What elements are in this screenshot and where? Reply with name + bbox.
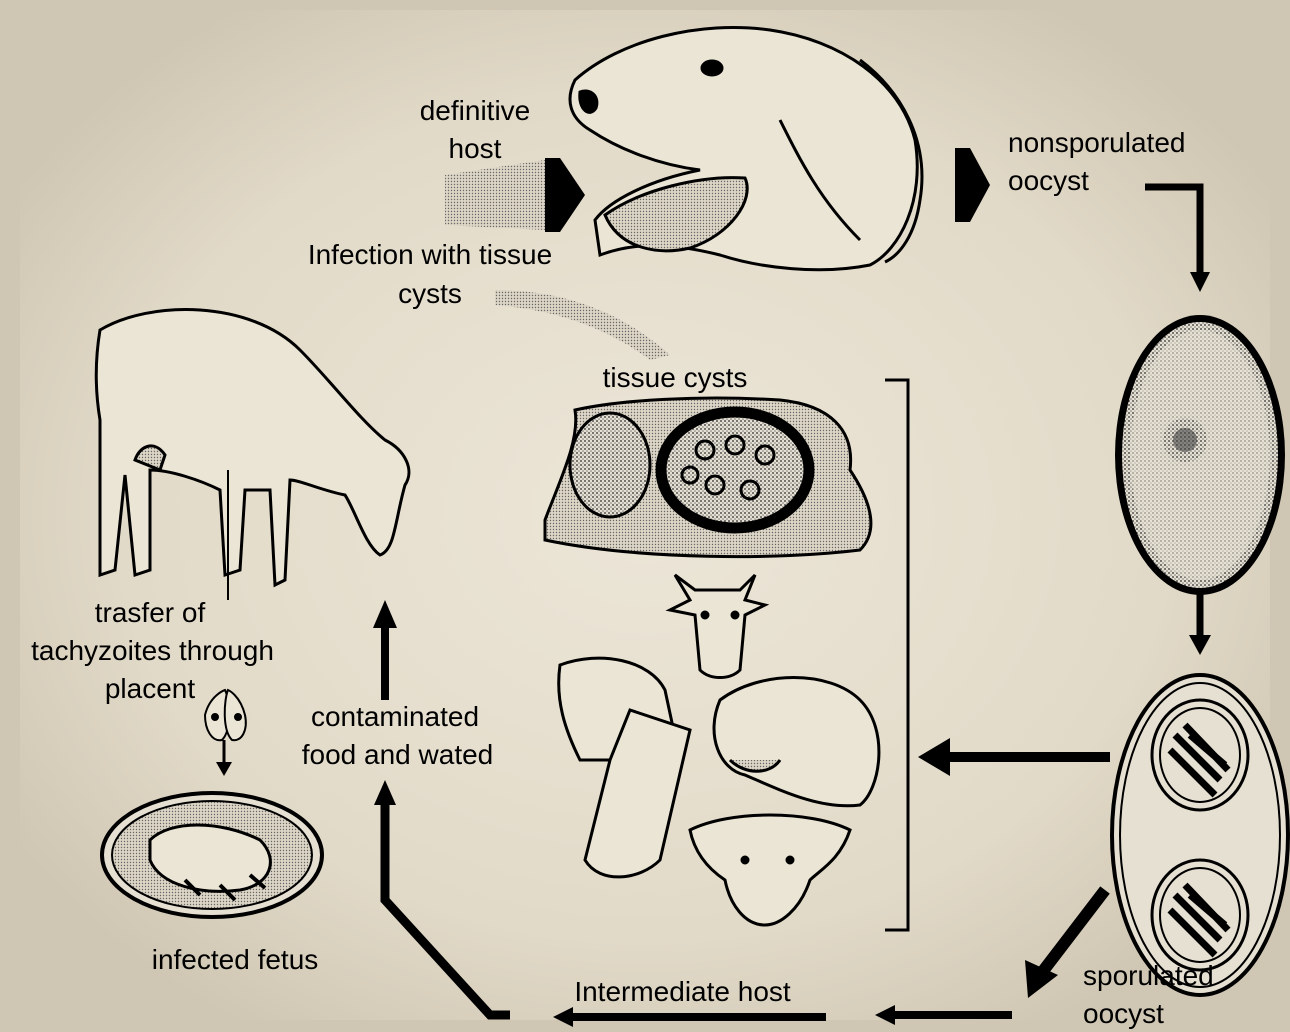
label-tissue-cysts: tissue cysts — [585, 359, 765, 397]
tissue-cysts-illustration — [545, 398, 871, 557]
label-transfer-line2: tachyzoites through — [10, 632, 295, 670]
label-sporulated-line2: oocyst — [1083, 995, 1164, 1032]
label-infection-line1: Infection with tissue — [285, 236, 575, 274]
label-sporulated-line1: sporulated — [1083, 957, 1214, 995]
label-nonsporulated-line2: oocyst — [1008, 162, 1089, 200]
label-intermediate-host: Intermediate host — [555, 973, 810, 1011]
label-definitive-host-line1: definitive — [400, 92, 550, 130]
label-contaminated-line1: contaminated — [290, 698, 500, 736]
label-transfer-line1: trasfer of — [70, 594, 230, 632]
infected-fetus-illustration — [102, 793, 322, 917]
label-definitive-host-line2: host — [400, 130, 550, 168]
label-infection-line2: cysts — [380, 275, 480, 313]
label-nonsporulated-line1: nonsporulated — [1008, 124, 1185, 162]
label-contaminated-line2: food and wated — [285, 736, 510, 774]
sporulated-oocyst-illustration — [1112, 675, 1288, 995]
label-transfer-line3: placent — [90, 670, 210, 708]
nonsporulated-oocyst-illustration — [1115, 315, 1285, 595]
label-infected-fetus: infected fetus — [130, 941, 340, 979]
